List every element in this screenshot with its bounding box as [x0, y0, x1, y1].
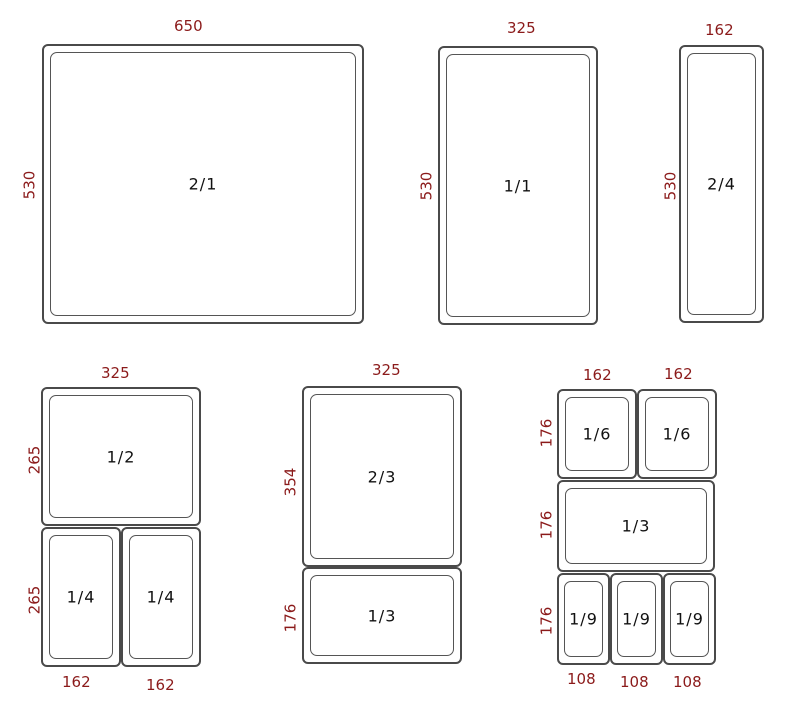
pan-inner-rim [50, 52, 356, 316]
pan-2-1: 2/1 [42, 44, 364, 324]
height-dimension-1-1: 530 [417, 171, 436, 201]
pan-inner-rim [687, 53, 756, 315]
pan-label: 1/2 [106, 447, 136, 466]
side-dimension-1-3: 176 [537, 510, 556, 540]
pan-label: 2/3 [367, 467, 397, 486]
pan-label: 1/9 [675, 609, 704, 629]
top-dimension-left: 162 [583, 366, 612, 384]
pan-1-6-right: 1/6 [637, 389, 717, 479]
pan-label: 2/4 [707, 174, 736, 194]
pan-1-4-left: 1/4 [41, 527, 121, 667]
bottom-dimension-right: 162 [146, 676, 175, 694]
pan-inner-rim [310, 394, 454, 559]
pan-label: 1/3 [367, 606, 397, 625]
bottom-dimension-left: 162 [62, 673, 91, 691]
pan-label: 1/9 [569, 609, 598, 629]
side-dimension-1-9: 176 [537, 606, 556, 636]
pan-1-6-left: 1/6 [557, 389, 637, 479]
pan-inner-rim [446, 54, 590, 317]
pan-label: 1/6 [662, 424, 692, 444]
height-dimension-2-1: 530 [20, 170, 39, 200]
pan-inner-rim [645, 397, 709, 471]
pan-inner-rim [564, 581, 603, 657]
pan-label: 1/6 [582, 424, 612, 444]
pan-label: 1/3 [621, 516, 651, 536]
pan-1-3: 1/3 [302, 567, 462, 664]
pan-1-3: 1/3 [557, 480, 715, 572]
pan-1-2: 1/2 [41, 387, 201, 526]
pan-1-4-right: 1/4 [121, 527, 201, 667]
width-dimension-2-1: 650 [174, 17, 203, 35]
bottom-dimension-right: 108 [673, 673, 702, 691]
pan-1-9-right: 1/9 [663, 573, 716, 665]
side-dimension-1-6: 176 [537, 418, 556, 448]
pan-inner-rim [565, 397, 629, 471]
pan-inner-rim [129, 535, 193, 659]
pan-inner-rim [49, 395, 193, 518]
pan-1-9-middle: 1/9 [610, 573, 663, 665]
pan-label: 2/1 [188, 174, 218, 194]
top-dimension-right: 162 [664, 365, 693, 383]
height-dimension-2-4: 530 [661, 171, 680, 201]
pan-1-1: 1/1 [438, 46, 598, 325]
pan-inner-rim [49, 535, 113, 659]
top-dimension: 325 [372, 361, 401, 379]
width-dimension-2-4: 162 [705, 21, 734, 39]
pan-2-3: 2/3 [302, 386, 462, 567]
pan-label: 1/4 [146, 587, 176, 607]
bottom-dimension-left: 108 [567, 670, 596, 688]
pan-inner-rim [565, 488, 707, 564]
side-dimension-2-3: 354 [281, 467, 300, 497]
pan-inner-rim [670, 581, 709, 657]
pan-label: 1/1 [503, 176, 533, 195]
pan-inner-rim [617, 581, 656, 657]
top-dimension: 325 [101, 364, 130, 382]
pan-label: 1/9 [622, 609, 651, 629]
side-dimension-1-3: 176 [281, 603, 300, 633]
pan-1-9-left: 1/9 [557, 573, 610, 665]
width-dimension-1-1: 325 [507, 19, 536, 37]
bottom-dimension-middle: 108 [620, 673, 649, 691]
pan-inner-rim [310, 575, 454, 656]
pan-2-4: 2/4 [679, 45, 764, 323]
pan-label: 1/4 [66, 587, 96, 607]
